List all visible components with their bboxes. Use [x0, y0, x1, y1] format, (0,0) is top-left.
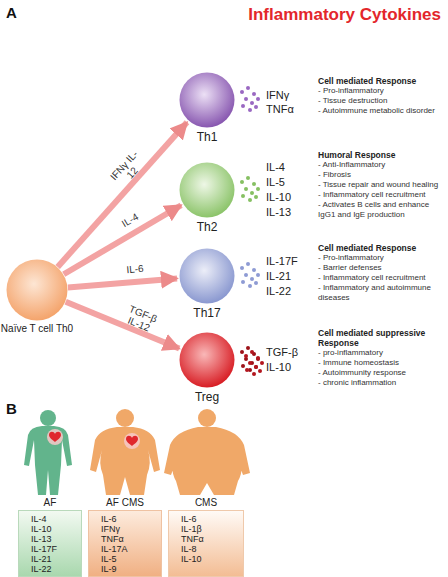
person-figure: [24, 426, 72, 495]
signal-arrow: [58, 122, 187, 267]
cytokine-dots: [240, 176, 260, 202]
response-text: - Inflammatory cell recruitment: [318, 273, 446, 283]
panel-letter: A: [6, 4, 26, 21]
person-head: [116, 409, 134, 427]
response-text: - Inflammatory cell recruitment: [318, 190, 446, 200]
cell-label: Treg: [177, 390, 237, 404]
person-head: [40, 410, 56, 426]
response-text: - Immune homeostasis: [318, 358, 446, 368]
response-text: - Tissue destruction: [318, 96, 446, 106]
cell-circle: [180, 249, 235, 304]
person-figure: [164, 427, 250, 495]
response-text: - Fibrosis: [318, 170, 446, 180]
cytokine-label: IL-22: [266, 284, 316, 299]
cytokine-label: IFNγ: [101, 524, 161, 534]
cell-circle: [180, 333, 235, 388]
cytokine-label: IL-5: [266, 175, 316, 190]
person-head: [198, 409, 216, 427]
signal-arrow: [68, 278, 177, 287]
cytokine-dots: [240, 262, 260, 288]
heart-halo: [47, 429, 63, 445]
cytokine-label: TGF-β: [266, 345, 316, 360]
response-text: - Activates B cells and enhance IgG1 and…: [318, 200, 446, 220]
response-text: - Inflammatory and autoimmune diseases: [318, 283, 446, 303]
panel-letter: B: [6, 400, 26, 417]
cytokine-label: IL-10: [31, 524, 81, 534]
response-text: - Anti-Inflammatory: [318, 160, 446, 170]
cell-outline: [179, 72, 235, 128]
cytokine-label: IL-13: [266, 205, 316, 220]
response-text: - Pro-inflammatory: [318, 86, 446, 96]
cytokine-label: IL-10: [266, 360, 316, 375]
cell-outline: [6, 259, 68, 321]
response-heading: Cell mediated suppressive Response: [318, 328, 446, 348]
cytokine-label: TNFα: [266, 102, 316, 116]
cytokine-label: IL-5: [101, 554, 161, 564]
cytokine-panel: IL-4IL-10IL-13IL-17FIL-21IL-22: [18, 510, 82, 577]
signal-label: IL-4: [110, 205, 150, 235]
cytokine-label: IL-17A: [101, 544, 161, 554]
cytokine-label: IL-4: [31, 514, 81, 524]
t-cell: Th2: [179, 162, 235, 218]
cytokine-label: TNFα: [101, 534, 161, 544]
cytokine-label: IL-1β: [181, 524, 243, 534]
cytokine-label: IL-22: [31, 564, 81, 574]
group-label: AF CMS: [88, 497, 162, 509]
cytokine-label: IL-10: [266, 190, 316, 205]
cytokine-label: IL-17F: [31, 544, 81, 554]
response-heading: Cell mediated Response: [318, 243, 446, 253]
cell-outline: [179, 332, 235, 388]
response-text: - chronic inflammation: [318, 378, 446, 388]
t-cell: Th17: [179, 248, 235, 304]
figure-title: Inflammatory Cytokines: [248, 5, 441, 25]
t-cell: Treg: [179, 332, 235, 388]
heart-icon: [126, 436, 138, 446]
t-cell: Th1: [179, 72, 235, 128]
heart-halo: [124, 433, 140, 449]
cell-outline: [179, 248, 235, 304]
cell-label: Th17: [177, 306, 237, 320]
response-text: - pro-inflammatory: [318, 348, 446, 358]
cytokine-label: IL-8: [181, 544, 243, 554]
response-heading: Cell mediated Response: [318, 76, 446, 86]
cytokine-label: IL-17F: [266, 254, 316, 269]
cytokine-label: IL-4: [266, 160, 316, 175]
cell-circle: [7, 260, 68, 321]
heart-icon: [49, 432, 61, 442]
cell-circle: [180, 73, 235, 128]
signal-label: IFNγ IL-12: [107, 146, 150, 190]
group-label: AF: [18, 497, 82, 509]
signal-label: IL-6: [114, 262, 155, 276]
signal-arrow: [66, 302, 180, 349]
response-text: - Barrier defenses: [318, 263, 446, 273]
response-text: - Tissue repair and wound healing: [318, 180, 446, 190]
signal-label: TGF-β IL-12: [118, 301, 163, 337]
cell-label: Th2: [177, 220, 237, 234]
cell-label: Naïve T cell Th0: [0, 323, 74, 334]
cytokine-label: IL-9: [101, 564, 161, 574]
cytokine-panel: IL-6IL-1βTNFαIL-8IL-10: [168, 510, 244, 577]
person-figure: [90, 427, 160, 495]
cytokine-label: IL-21: [266, 269, 316, 284]
cytokine-label: IL-13: [31, 534, 81, 544]
cell-circle: [180, 163, 235, 218]
response-text: - Autoimmunity response: [318, 368, 446, 378]
cytokine-label: IL-21: [31, 554, 81, 564]
cytokine-dots: [240, 86, 260, 112]
cell-outline: [179, 162, 235, 218]
t-cell: Naïve T cell Th0: [6, 259, 68, 321]
response-text: - Autoimmune metabolic disorder: [318, 106, 446, 116]
cytokine-label: IL-10: [181, 554, 243, 564]
signal-arrow: [64, 205, 181, 274]
cytokine-label: TNFα: [181, 534, 243, 544]
cytokine-panel: IL-6IFNγTNFαIL-17AIL-5IL-9: [88, 510, 162, 577]
cytokine-dots: [244, 350, 264, 376]
cytokine-label: IL-6: [181, 514, 243, 524]
response-text: - Pro-inflammatory: [318, 253, 446, 263]
group-label: CMS: [168, 497, 244, 509]
cytokine-label: IFNγ: [266, 88, 316, 102]
cytokine-label: IL-6: [101, 514, 161, 524]
response-heading: Humoral Response: [318, 150, 446, 160]
cell-label: Th1: [177, 130, 237, 144]
